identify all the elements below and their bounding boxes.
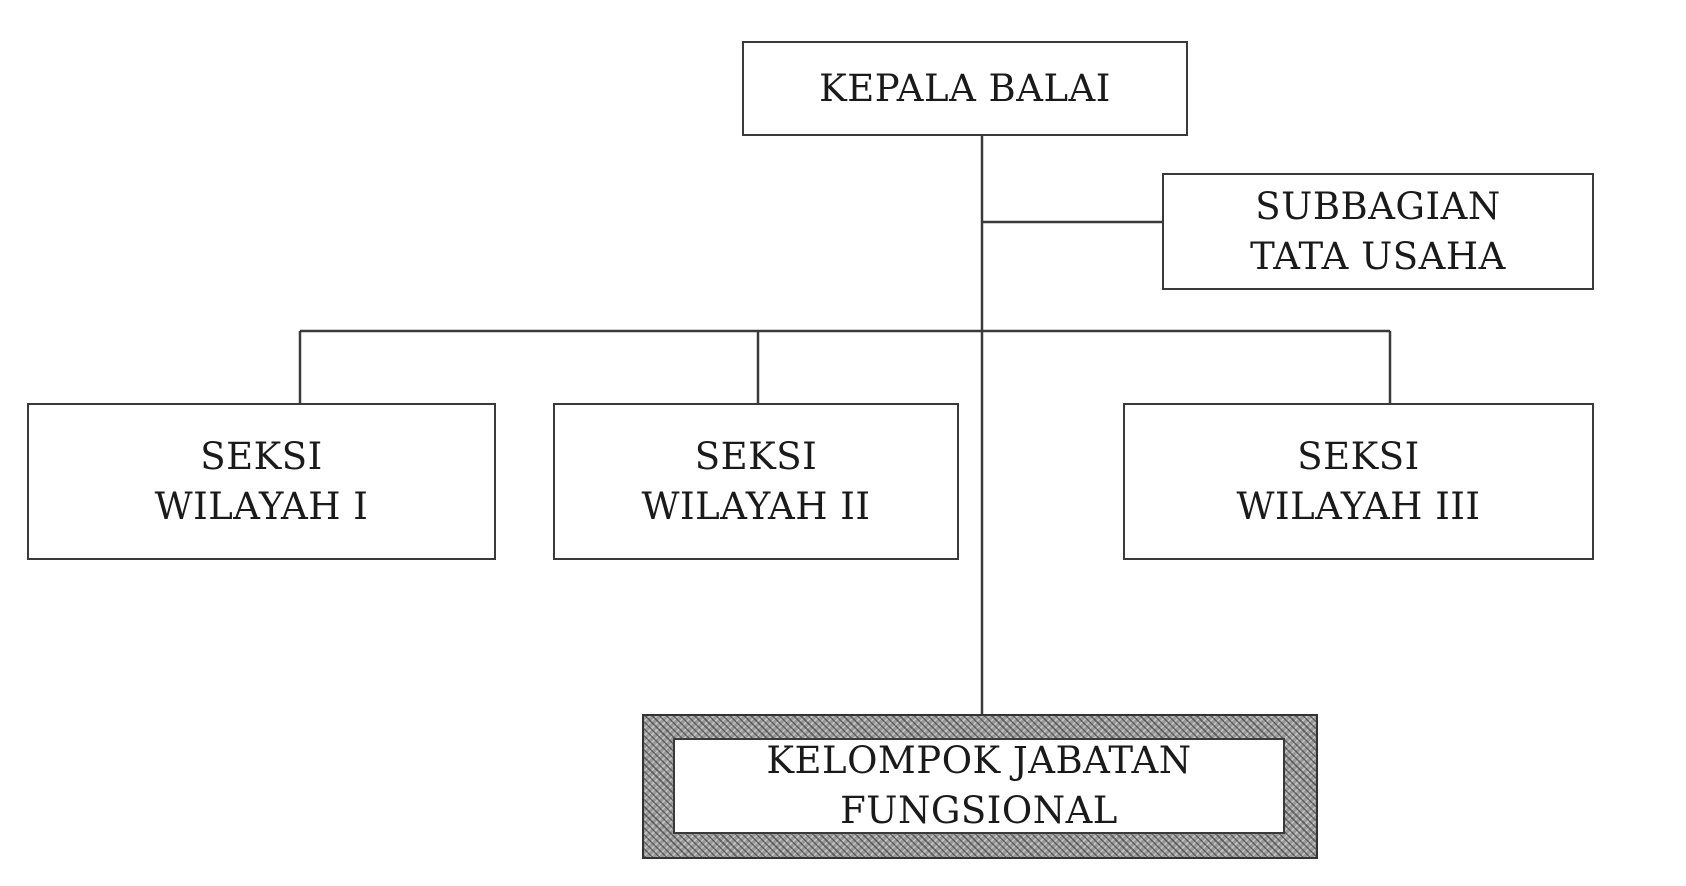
kepala-balai-box: KEPALA BALAI: [742, 41, 1188, 136]
seksi-2-label-line-2: WILAYAH II: [641, 484, 871, 528]
seksi-1-label-line-2: WILAYAH I: [154, 484, 369, 528]
subbagian-label-line-2: TATA USAHA: [1250, 234, 1506, 278]
seksi-3-label-line-1: SEKSI: [1297, 434, 1420, 478]
seksi-1-label-line-1: SEKSI: [200, 434, 323, 478]
kjf-label-line-2: FUNGSIONAL: [840, 789, 1118, 832]
kepala-balai-label: KEPALA BALAI: [819, 66, 1111, 110]
kelompok-jabatan-fungsional-frame: KELOMPOK JABATAN FUNGSIONAL: [642, 714, 1318, 859]
seksi-3-label-line-2: WILAYAH III: [1236, 484, 1481, 528]
kjf-label-line-1: KELOMPOK JABATAN: [766, 739, 1192, 782]
subbagian-label-line-1: SUBBAGIAN: [1255, 184, 1501, 228]
seksi-2-label-line-1: SEKSI: [694, 434, 818, 478]
seksi-wilayah-3-box: SEKSI WILAYAH III: [1123, 403, 1594, 560]
seksi-wilayah-2-box: SEKSI WILAYAH II: [553, 403, 959, 560]
seksi-wilayah-1-box: SEKSI WILAYAH I: [27, 403, 496, 560]
subbagian-tata-usaha-box: SUBBAGIAN TATA USAHA: [1162, 173, 1594, 290]
kelompok-jabatan-fungsional-box: KELOMPOK JABATAN FUNGSIONAL: [673, 738, 1285, 834]
